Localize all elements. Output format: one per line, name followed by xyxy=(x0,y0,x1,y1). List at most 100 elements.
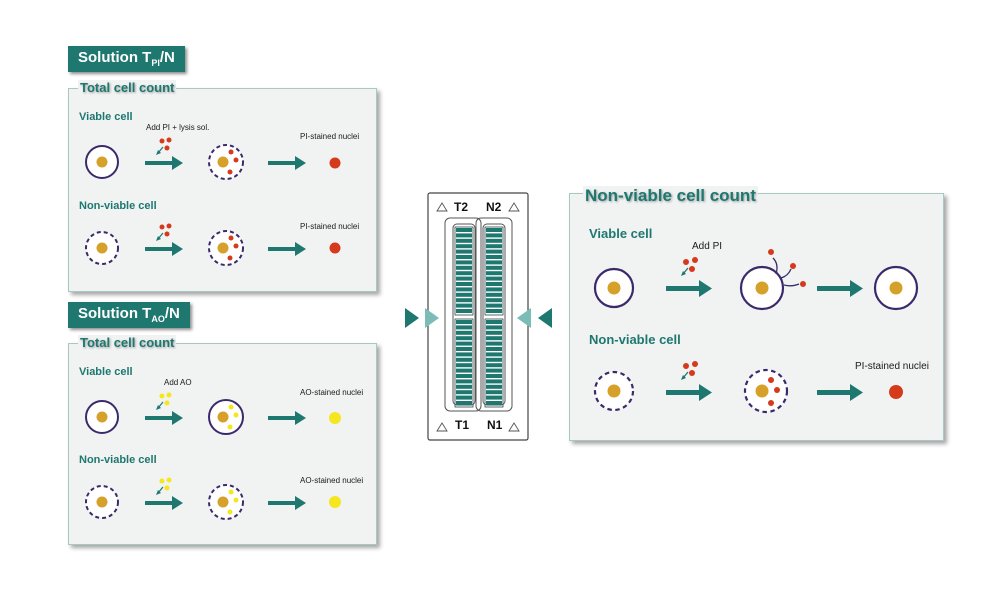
viable-cell-label-nv: Viable cell xyxy=(589,226,653,241)
chamber-cell xyxy=(456,368,472,373)
chamber-cell xyxy=(456,303,472,308)
nucleus xyxy=(889,281,903,295)
chamber-cell xyxy=(486,320,502,324)
small-arrowhead xyxy=(156,236,161,241)
pi-dots xyxy=(768,377,780,406)
nucleus xyxy=(96,242,108,254)
insert-arrow-right-dark-icon xyxy=(538,308,552,328)
slide-label-t1: T1 xyxy=(455,418,470,432)
chamber-cell xyxy=(456,320,472,324)
pi-reagent-dots xyxy=(683,257,698,272)
chamber-cell xyxy=(456,363,472,368)
process-arrow-icon xyxy=(268,242,306,256)
ao-reagent-dots xyxy=(159,392,172,406)
chamber-cell xyxy=(456,390,472,395)
chamber-cell xyxy=(486,325,502,330)
chamber-cell xyxy=(486,336,502,341)
process-arrow-icon xyxy=(817,384,863,401)
corner-triangle-icon xyxy=(508,422,520,432)
chamber-cell xyxy=(486,309,502,313)
result-label-pi-bottom: PI-stained nuclei xyxy=(300,222,360,231)
chamber-cell xyxy=(456,298,472,303)
chamber-cell xyxy=(486,374,502,378)
chamber-cell xyxy=(486,276,502,281)
chamber-cell xyxy=(486,271,502,276)
chamber-cell xyxy=(486,357,502,362)
result-label-ao-bottom: AO-stained nuclei xyxy=(300,476,364,485)
chamber-cell xyxy=(486,238,502,243)
process-arrow-icon xyxy=(666,384,712,401)
process-arrow-icon xyxy=(145,242,183,256)
pi-reagent-dots xyxy=(159,137,172,151)
slide-label-n2: N2 xyxy=(486,200,502,214)
nucleus xyxy=(96,411,108,423)
process-arrow-icon xyxy=(666,280,712,297)
chamber-cell xyxy=(486,368,502,373)
process-arrow-icon xyxy=(268,496,306,510)
chamber-cell xyxy=(456,233,472,238)
ao-reagent-dots xyxy=(159,477,172,491)
insert-arrow-right-light-icon xyxy=(517,308,531,328)
solution-tao-sub: AO xyxy=(151,314,165,324)
nonviable-count-title: Non-viable cell count xyxy=(583,186,758,206)
process-arrow-icon xyxy=(817,280,863,297)
solution-tpi-sub: PI xyxy=(151,58,160,68)
pi-dots xyxy=(227,149,239,175)
chamber-cell xyxy=(456,228,472,232)
chamber-cell xyxy=(486,303,502,308)
small-arrowhead xyxy=(681,271,686,276)
chamber-cell xyxy=(456,395,472,400)
process-arrow-icon xyxy=(145,156,183,170)
ao-dots xyxy=(227,404,239,430)
chamber-cell xyxy=(456,271,472,276)
chamber-cell xyxy=(486,292,502,297)
solution-tpi-suffix: /N xyxy=(159,49,175,66)
nucleus xyxy=(217,242,229,254)
chambers-left xyxy=(454,226,474,408)
corner-triangle-icon xyxy=(436,422,448,432)
corner-triangle-icon xyxy=(436,202,448,212)
chamber-frame xyxy=(484,226,504,316)
nucleus xyxy=(607,281,621,295)
nucleus xyxy=(755,384,769,398)
pi-stained-nucleus xyxy=(329,242,341,254)
chamber-cell xyxy=(456,255,472,259)
chamber-cell xyxy=(456,384,472,389)
process-arrow-icon xyxy=(145,411,183,425)
insert-arrow-left-light-icon xyxy=(425,308,439,328)
channel-frame-right xyxy=(475,217,513,412)
chamber-cell xyxy=(456,379,472,384)
chamber-cell xyxy=(456,309,472,313)
chamber-cell xyxy=(456,325,472,330)
chamber-cell xyxy=(486,265,502,270)
chamber-cell xyxy=(456,287,472,292)
chamber-cell xyxy=(486,298,502,303)
insert-arrow-left-dark-icon xyxy=(405,308,419,328)
chamber-cell xyxy=(456,265,472,270)
chamber-cell xyxy=(486,390,502,395)
viable-cell-label-ao: Viable cell xyxy=(79,366,133,378)
result-label-pi-top: PI-stained nuclei xyxy=(300,132,360,141)
ao-stained-nucleus xyxy=(329,496,341,508)
viable-cell-label-pi: Viable cell xyxy=(79,111,133,123)
chamber-cell xyxy=(456,238,472,243)
slide-label-n1: N1 xyxy=(487,418,503,432)
small-arrowhead xyxy=(156,150,161,155)
repel-arrow-icon xyxy=(772,257,800,287)
chamber-cell xyxy=(486,384,502,389)
chamber-frame xyxy=(454,226,474,316)
chamber-cell xyxy=(456,401,472,405)
solution-tpi-prefix: Solution T xyxy=(78,49,152,66)
solution-tao-suffix: /N xyxy=(164,305,180,322)
solution-tpi-badge: Solution TPI/N xyxy=(68,46,185,72)
nonviable-cell-label-nv: Non-viable cell xyxy=(589,332,681,347)
nucleus xyxy=(217,156,229,168)
chamber-cell xyxy=(456,330,472,335)
chamber-cell xyxy=(456,374,472,378)
solution-tao-badge: Solution TAO/N xyxy=(68,302,190,328)
nucleus xyxy=(96,496,108,508)
small-arrowhead xyxy=(156,405,161,410)
